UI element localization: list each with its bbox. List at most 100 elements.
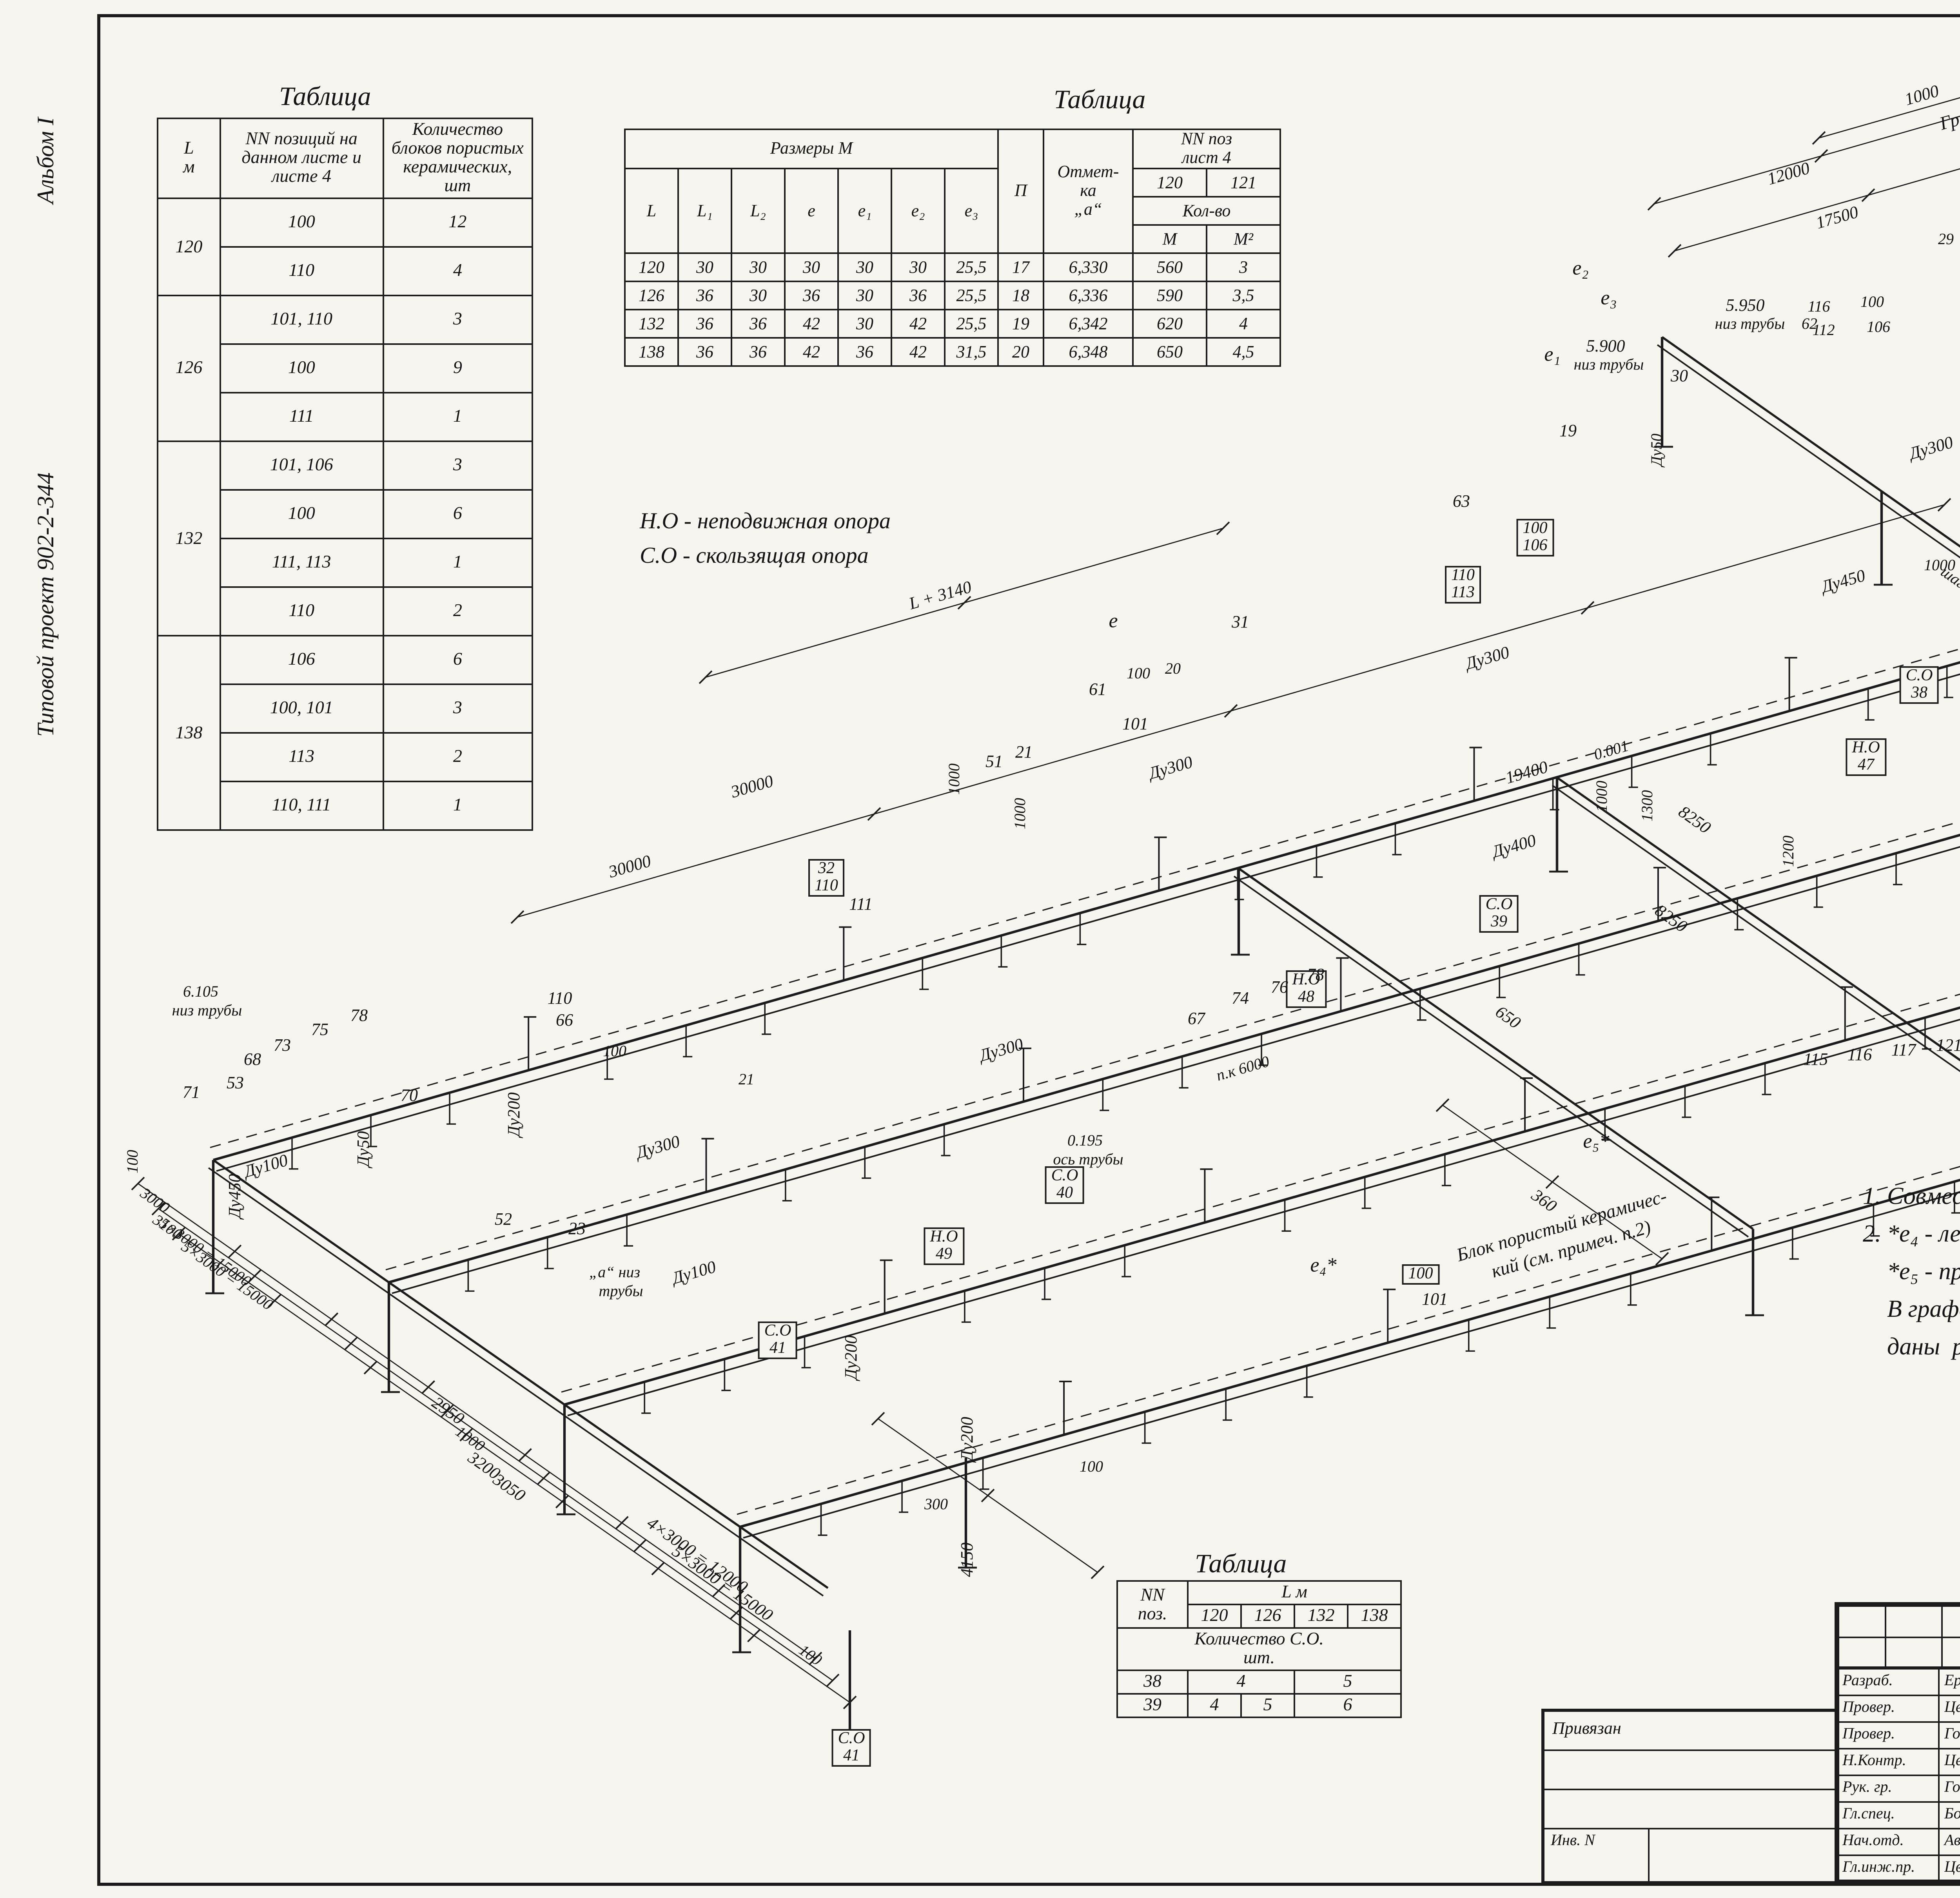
- drawing-label: 116: [1847, 1046, 1872, 1065]
- drawing-label: 21: [1015, 743, 1033, 762]
- drawing-label: 5.950: [1726, 296, 1765, 315]
- drawing-label: 8250: [1651, 901, 1690, 937]
- drawing-label: Граница монтажа: [1937, 71, 1960, 135]
- table-cell: 6,336: [1043, 281, 1134, 310]
- drawing-label: Ду50: [354, 1131, 374, 1167]
- table-cell: 6,342: [1043, 309, 1134, 339]
- drawing-label: 3000: [136, 1185, 172, 1218]
- table2-title: Таблица: [1054, 85, 1146, 114]
- signature-row: Н.Контр.Целковикова∿∿: [1839, 1749, 1960, 1776]
- drawing-label: 30: [1671, 367, 1688, 386]
- table-cell: 9: [382, 343, 534, 393]
- signature-name: Цветков: [1940, 1856, 1960, 1881]
- table-cell: 19: [997, 309, 1044, 339]
- table-blocks: L м NN позиций на данном листе и листе 4…: [157, 118, 534, 831]
- table-cell: 30: [731, 252, 786, 282]
- drawing-label: 30000: [729, 772, 776, 803]
- pipes-layer: [210, 648, 1960, 1539]
- table-cell: 4: [382, 246, 534, 296]
- column-header: е₂: [891, 168, 946, 254]
- corner-header: NN поз.: [1116, 1580, 1189, 1629]
- drawing-label: 1000: [452, 1423, 488, 1456]
- revision-grid: [1838, 1605, 1960, 1670]
- table-cell: 30: [784, 252, 839, 282]
- drawing-label: 5.900: [1586, 337, 1625, 356]
- table-cell: 4: [1187, 1670, 1295, 1695]
- column-header: L м: [157, 118, 221, 199]
- signature-row: Разраб.Еремина∿∿: [1839, 1670, 1960, 1696]
- table-cell: 42: [784, 309, 839, 339]
- table-cell: 6,330: [1043, 252, 1134, 282]
- table-cell: 2: [382, 732, 534, 782]
- drawing-label: 29: [1938, 232, 1954, 249]
- signature-table: Разраб.Еремина∿∿Провер.Целковикова∿∿Пров…: [1838, 1668, 1960, 1883]
- table-cell: 620: [1132, 309, 1207, 339]
- drawing-label: 1300: [1640, 790, 1657, 821]
- table-cell: 138: [624, 337, 679, 367]
- title-block: Разраб.Еремина∿∿Провер.Целковикова∿∿Пров…: [1835, 1602, 1960, 1884]
- table-cell: 100, 101: [219, 683, 384, 734]
- table-cell: 3: [382, 441, 534, 491]
- table-cell: 111, 113: [219, 538, 384, 588]
- drawing-label: 100: [1402, 1264, 1439, 1285]
- table-cell: 25,5: [944, 281, 999, 310]
- drawing-label: „а“ низ: [589, 1265, 640, 1282]
- signature-name: Авдеев: [1940, 1829, 1960, 1854]
- margin-project-label: Типовой проект 902-2-344: [34, 472, 60, 737]
- table-cell: 100: [219, 198, 384, 248]
- table-cell: 1: [382, 538, 534, 588]
- drawing-label: 101: [1422, 1290, 1448, 1309]
- table-cell: 110: [219, 586, 384, 636]
- table-cell: 17: [997, 252, 1044, 282]
- drawing-label: 30000: [606, 852, 653, 883]
- table-cell: 42: [784, 337, 839, 367]
- column-header: 120: [1187, 1604, 1242, 1629]
- drawing-label: 61: [1089, 680, 1106, 700]
- drawing-label: е₁: [1544, 342, 1561, 366]
- drawing-label: Ду100: [242, 1151, 290, 1182]
- table-cell: 4,5: [1206, 337, 1281, 367]
- drawing-label: 12000: [1765, 159, 1812, 190]
- table-cell: 30: [837, 309, 892, 339]
- drawing-label: Ду400: [1490, 832, 1539, 862]
- signature-name: Годзишевская: [1940, 1723, 1960, 1748]
- drawing-label: е₂: [1572, 256, 1589, 279]
- drawing-label: 67: [1188, 1010, 1205, 1029]
- drawing-label: 73: [274, 1036, 291, 1055]
- drawing-label: Ду100: [670, 1258, 719, 1289]
- signature-name: Бортник: [1940, 1803, 1960, 1828]
- table-cell: 1: [382, 781, 534, 831]
- signature-row: Провер.Годзишевская∿∿: [1839, 1723, 1960, 1749]
- table-cell: 1: [382, 392, 534, 442]
- table-cell: 113: [219, 732, 384, 782]
- table-cell: 30: [731, 281, 786, 310]
- drawing-label: трубы: [599, 1283, 643, 1301]
- table-cell: 30: [677, 252, 732, 282]
- attachment-block: Привязан Инв. N: [1541, 1709, 1841, 1884]
- column-header: П: [997, 129, 1044, 254]
- drawing-label: 650: [1491, 1002, 1524, 1033]
- drawing-label: 19400: [1503, 758, 1550, 789]
- table-cell: 42: [891, 337, 946, 367]
- table-cell: 12: [382, 198, 534, 248]
- table-cell: 111: [219, 392, 384, 442]
- drawing-label: Ду300: [634, 1133, 682, 1163]
- signature-name: Годзишевская: [1940, 1776, 1960, 1801]
- column-header: L: [624, 168, 679, 254]
- length-cell: 132: [157, 441, 221, 636]
- drawing-label: 0.195: [1067, 1133, 1103, 1150]
